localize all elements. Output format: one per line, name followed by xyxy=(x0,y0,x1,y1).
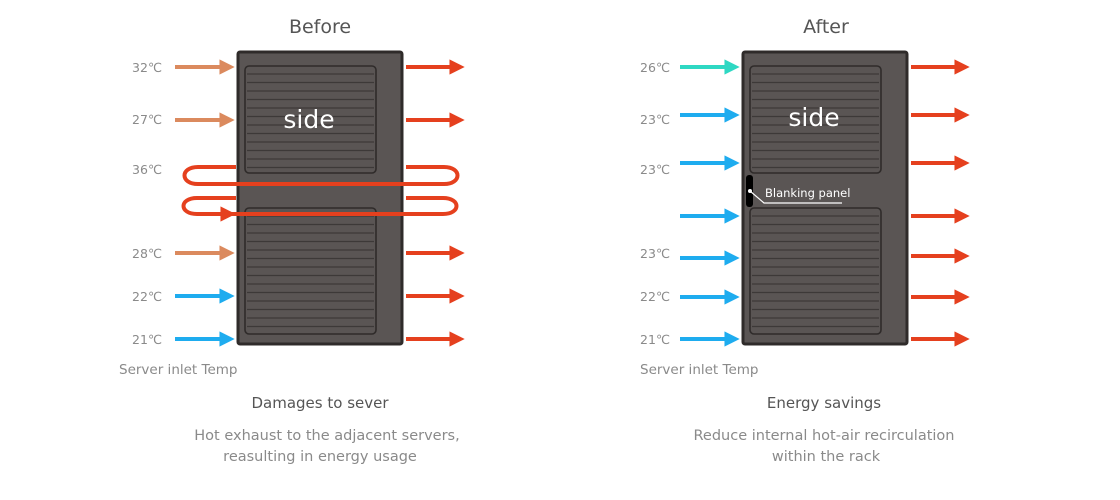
after-inlet-caption: Server inlet Temp xyxy=(640,362,759,378)
after-panel: After side Blanking panel xyxy=(640,16,970,465)
before-temp-1: 32℃ xyxy=(132,60,162,75)
after-lower-vent-lines xyxy=(752,215,879,328)
before-upper-vent xyxy=(244,65,377,174)
after-desc-line1: Reduce internal hot-air recirculation xyxy=(693,428,954,444)
before-desc-line1: Hot exhaust to the adjacent servers, xyxy=(194,428,459,444)
before-recirculation-loop-upper xyxy=(182,165,460,186)
after-temp-4: 23℃ xyxy=(640,246,670,261)
after-temp-6: 21℃ xyxy=(640,332,670,347)
before-lower-vent xyxy=(244,207,377,335)
after-temp-2: 23℃ xyxy=(640,112,670,127)
before-panel: Before side 32℃ 27℃ 36℃ 28℃ 22℃ xyxy=(119,16,465,465)
before-title: Before xyxy=(289,16,351,38)
before-inlet-caption: Server inlet Temp xyxy=(119,362,238,378)
before-heading: Damages to sever xyxy=(251,394,389,412)
after-title: After xyxy=(803,16,849,38)
after-side-label: side xyxy=(788,103,839,132)
after-temp-3: 23℃ xyxy=(640,162,670,177)
after-rack: side xyxy=(741,50,909,346)
after-upper-vent-lines xyxy=(752,73,879,169)
before-temp-6: 21℃ xyxy=(132,332,162,347)
blanking-panel-leader-line xyxy=(749,190,842,204)
after-temp-5: 22℃ xyxy=(640,289,670,304)
after-upper-vent xyxy=(749,65,882,174)
before-temp-3: 36℃ xyxy=(132,162,162,177)
before-temp-4: 28℃ xyxy=(132,246,162,261)
before-recirculation-loop-lower xyxy=(181,196,459,216)
after-temp-1: 26℃ xyxy=(640,60,670,75)
after-lower-vent xyxy=(749,207,882,335)
before-temp-5: 22℃ xyxy=(132,289,162,304)
after-desc-line2: within the rack xyxy=(772,449,881,465)
before-side-label: side xyxy=(283,105,334,134)
before-temp-2: 27℃ xyxy=(132,112,162,127)
blanking-panel-label: Blanking panel xyxy=(765,186,850,200)
before-rack: side xyxy=(236,50,404,346)
before-upper-vent-lines xyxy=(247,73,374,169)
before-desc-line2: reasulting in energy usage xyxy=(223,449,417,465)
after-heading: Energy savings xyxy=(767,394,881,412)
